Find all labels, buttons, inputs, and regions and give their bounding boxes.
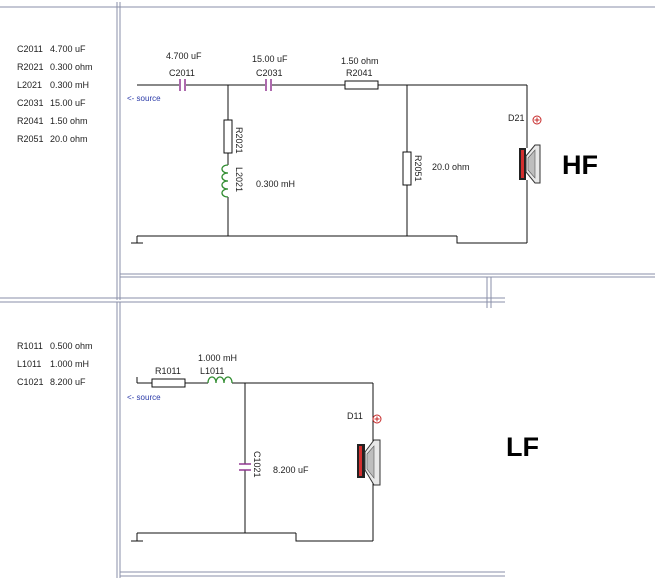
component-name: L1011 <box>17 359 42 369</box>
c1021-value-label: 8.200 uF <box>273 465 309 475</box>
lf-source-label: <- source <box>127 393 161 402</box>
l2021-inductor <box>221 164 229 198</box>
hf-section-label: HF <box>562 150 598 180</box>
r2021-resistor <box>223 119 233 154</box>
r1011-label: R1011 <box>155 366 181 376</box>
component-list-row: R2051 20.0 ohm <box>17 130 93 148</box>
c1021-capacitor <box>239 463 251 471</box>
r1011-resistor <box>151 378 186 388</box>
component-value: 20.0 ohm <box>50 134 88 144</box>
component-name: C1021 <box>17 377 44 387</box>
l1011-inductor <box>207 376 233 384</box>
component-list-row: R2021 0.300 ohm <box>17 58 93 76</box>
lf-wire <box>295 533 373 542</box>
d21-label: D21 <box>508 113 525 123</box>
r2051-label: R2051 <box>413 155 423 182</box>
component-name: R1011 <box>17 341 43 351</box>
c2011-label: C2011 <box>169 68 195 78</box>
component-value: 0.300 mH <box>50 80 90 90</box>
lf-section-label: LF <box>506 432 539 462</box>
c2031-label: C2031 <box>256 68 283 78</box>
component-name: C2031 <box>17 98 44 108</box>
r2051-resistor <box>402 151 412 186</box>
hf-source-label: <- source <box>127 94 161 103</box>
d11-label: D11 <box>347 411 363 421</box>
component-name: R2021 <box>17 62 44 72</box>
d11-polarity-icon <box>372 414 382 424</box>
component-value: 1.000 mH <box>50 359 90 369</box>
r2021-label: R2021 <box>234 127 244 154</box>
component-list-row: C2011 4.700 uF <box>17 40 93 58</box>
component-list-row: C2031 15.00 uF <box>17 94 93 112</box>
component-value: 15.00 uF <box>50 98 86 108</box>
d21-driver <box>519 144 541 184</box>
component-value: 8.200 uF <box>50 377 86 387</box>
component-value: 1.50 ohm <box>50 116 88 126</box>
l2021-value-label: 0.300 mH <box>256 179 295 189</box>
c2011-value-label: 4.700 uF <box>166 51 202 61</box>
component-list-row: C1021 8.200 uF <box>17 373 93 391</box>
component-value: 4.700 uF <box>50 44 86 54</box>
r2041-value-label: 1.50 ohm <box>341 56 379 66</box>
component-name: L2021 <box>17 80 43 90</box>
l1011-value-label: 1.000 mH <box>198 353 237 363</box>
d11-driver <box>357 439 381 486</box>
component-list-row: R2041 1.50 ohm <box>17 112 93 130</box>
hf-wire <box>456 236 527 244</box>
lf-circuit <box>131 377 374 542</box>
component-value: 0.300 ohm <box>50 62 93 72</box>
c1021-label: C1021 <box>252 451 262 478</box>
l2021-label: L2021 <box>234 167 244 192</box>
component-list-row: R1011 0.500 ohm <box>17 337 93 355</box>
component-name: R2041 <box>17 116 44 126</box>
r2051-value-label: 20.0 ohm <box>432 162 470 172</box>
d21-polarity-icon <box>532 115 542 125</box>
l1011-label: L1011 <box>200 366 224 376</box>
component-list-row: L2021 0.300 mH <box>17 76 93 94</box>
hf-circuit <box>131 80 528 244</box>
component-name: R2051 <box>17 134 44 144</box>
r2041-label: R2041 <box>346 68 373 78</box>
r2041-resistor <box>344 80 379 90</box>
c2031-value-label: 15.00 uF <box>252 54 288 64</box>
component-list-row: L1011 1.000 mH <box>17 355 93 373</box>
component-name: C2011 <box>17 44 43 54</box>
component-value: 0.500 ohm <box>50 341 93 351</box>
